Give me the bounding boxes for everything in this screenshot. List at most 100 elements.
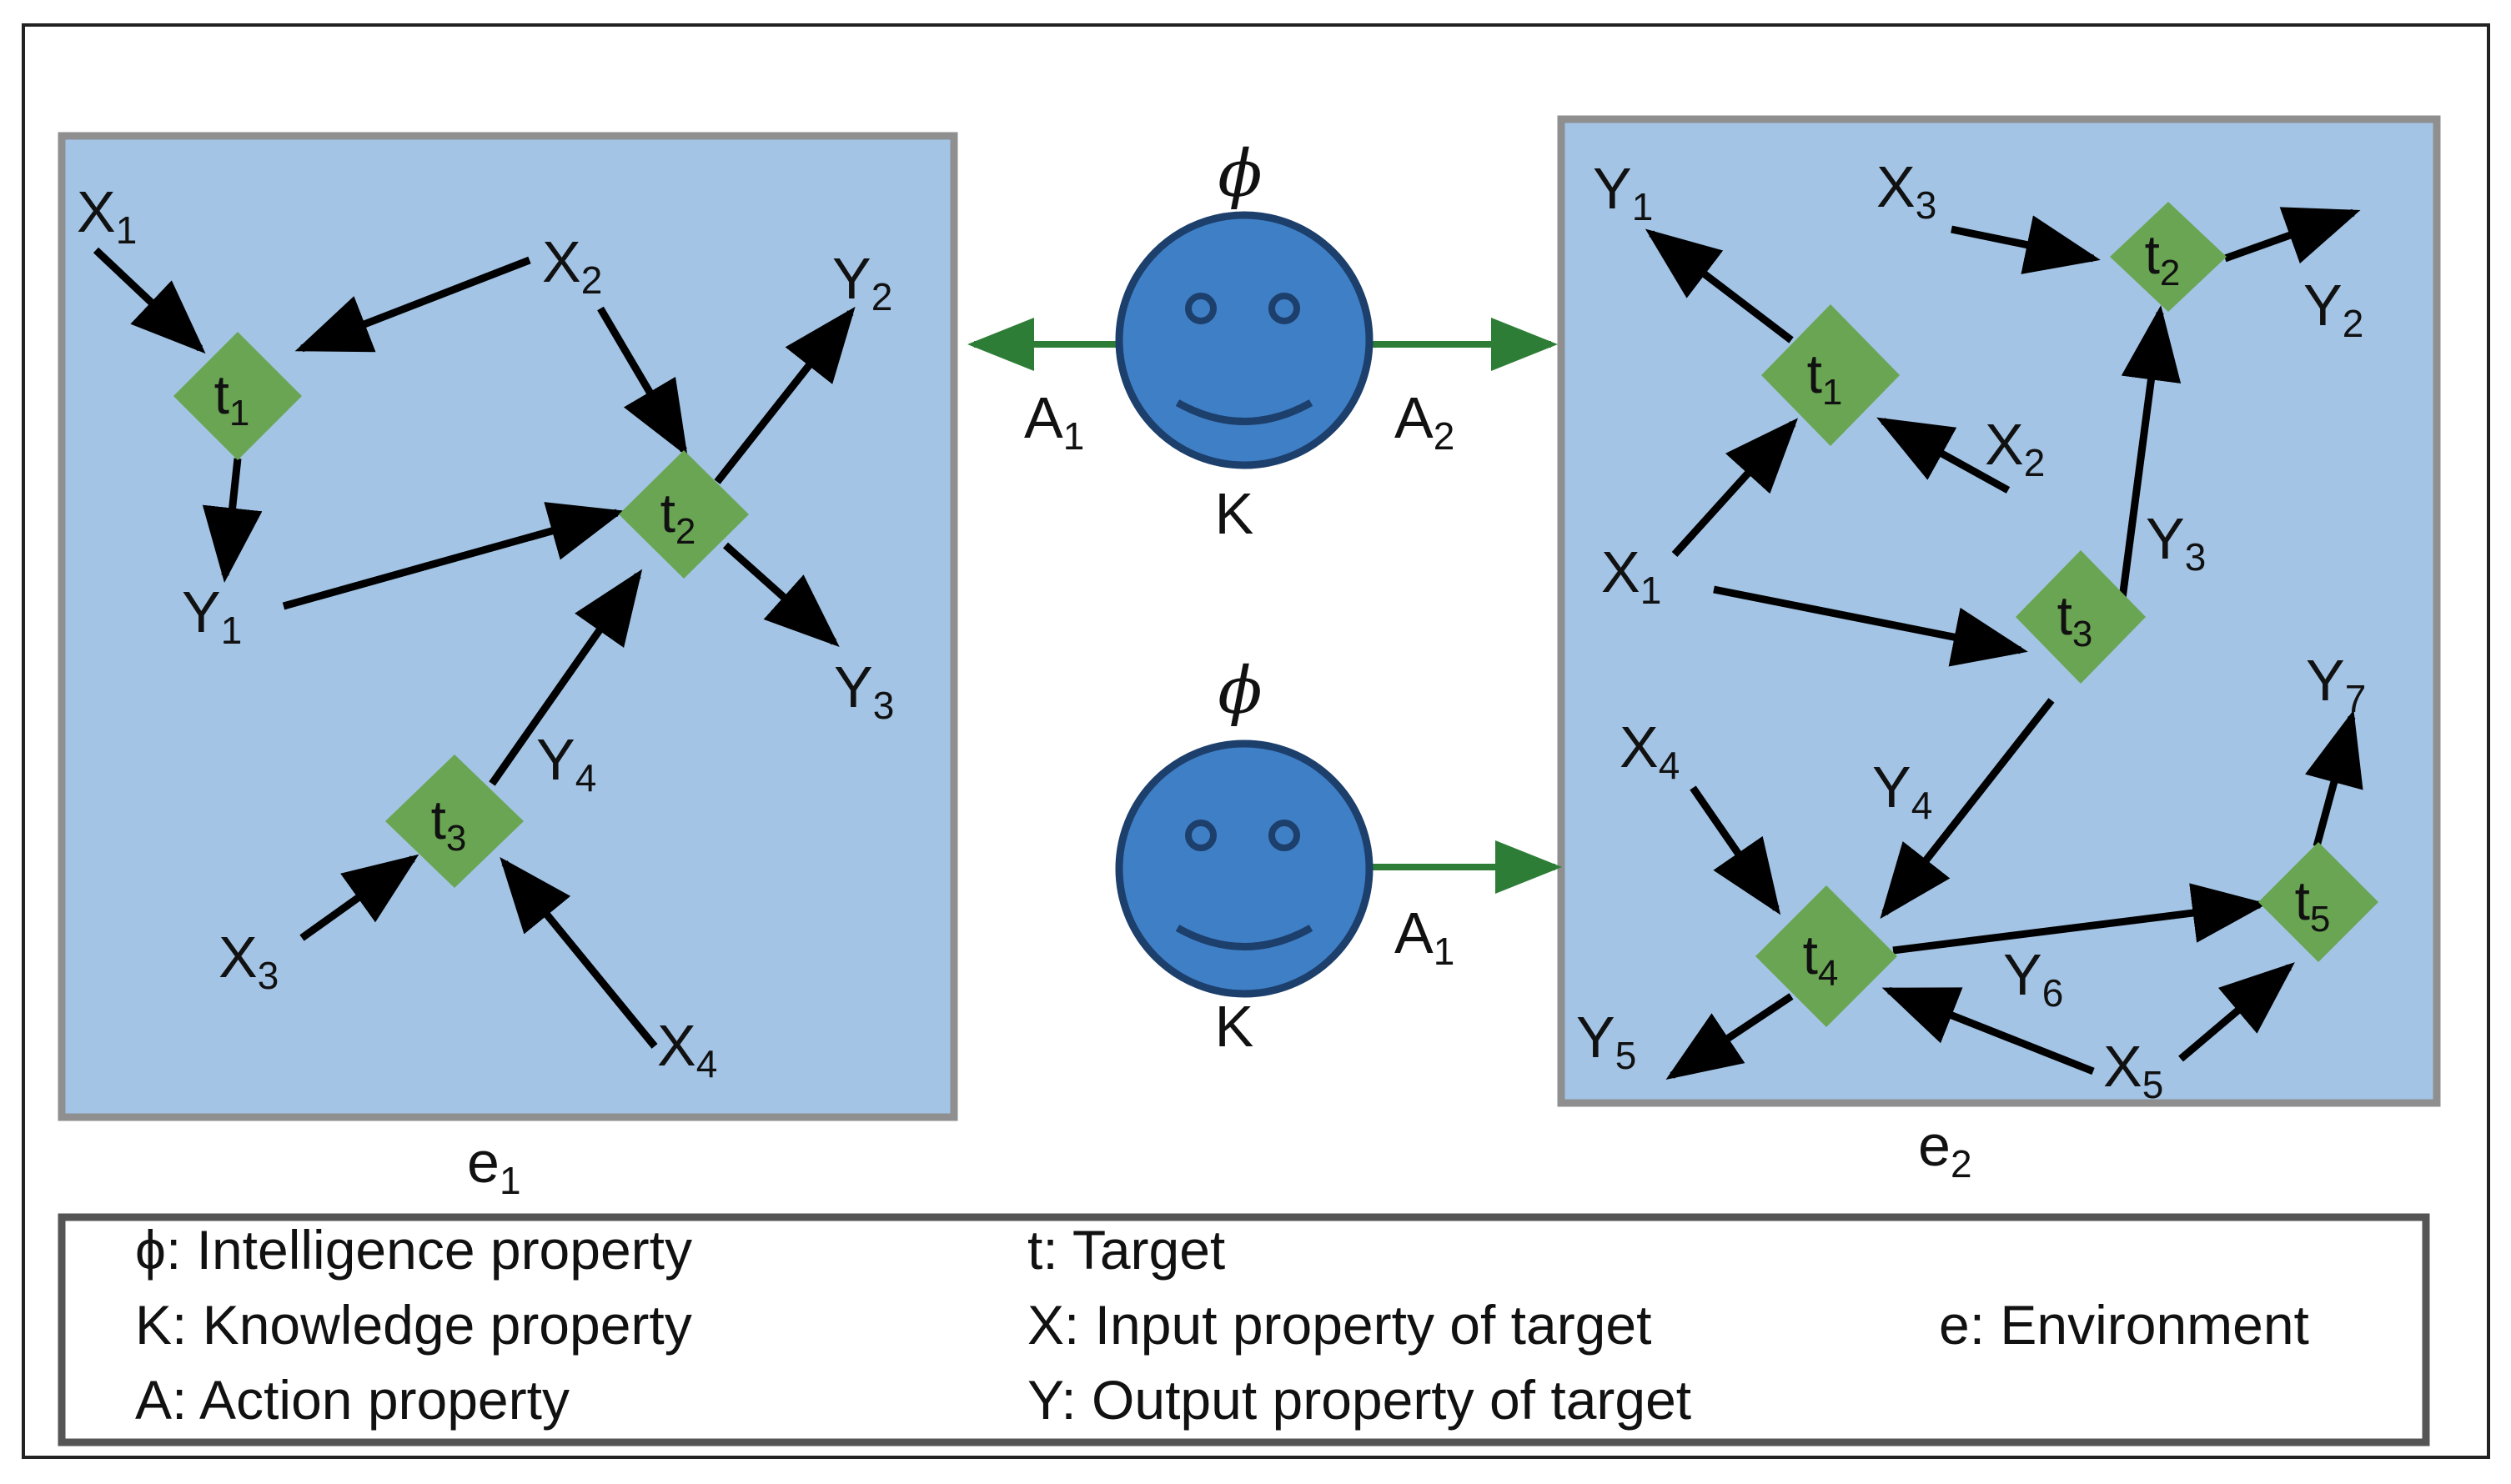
target-t1: t1: [173, 332, 302, 460]
label-x5: X5: [2103, 1034, 2163, 1106]
label-x1: X1: [1601, 539, 1661, 612]
label-y3: Y3: [2146, 506, 2206, 579]
action-label-a1: A1: [1024, 385, 1084, 458]
edge-t4-y5: [1665, 993, 1794, 1080]
legend-knowledge: K: Knowledge property: [135, 1294, 692, 1356]
environment-caption: e1: [467, 1130, 521, 1202]
target-t4: t4: [1755, 885, 1897, 1027]
edge-x3-t3: [299, 854, 419, 941]
edge-t5-y7: [2305, 709, 2363, 848]
label-y6: Y6: [2003, 942, 2063, 1015]
edge-x3-t2: [1951, 215, 2101, 274]
right-eye: [1268, 820, 1300, 851]
legend-environment: e: Environment: [1939, 1294, 2309, 1356]
label-y4: Y4: [536, 727, 596, 800]
left-eye: [1185, 293, 1217, 324]
environment-caption: e2: [1918, 1113, 1972, 1186]
target-label: t1: [214, 363, 250, 434]
edge-x2-t1: [1876, 417, 2011, 494]
edge-x5-t5: [2178, 962, 2295, 1062]
label-x3: X3: [1876, 154, 1936, 227]
target-t5: t5: [2258, 842, 2378, 962]
target-label: t2: [2145, 223, 2181, 293]
label-y4: Y4: [1872, 755, 1932, 827]
target-diamond: [385, 755, 524, 888]
target-label: t5: [2295, 870, 2331, 940]
mouth: [1175, 399, 1313, 425]
environment-e1: t1 t2 t3 X1 X2 Y2 Y1 Y3 Y4 X3 X4 e1: [58, 132, 958, 1202]
phi-label: ϕ: [1218, 137, 1262, 212]
action-label-a2: A2: [1394, 385, 1454, 458]
target-diamond: [173, 332, 302, 460]
legend-intelligence: ϕ: Intelligence property: [135, 1219, 692, 1281]
knowledge-label: K: [1215, 481, 1254, 546]
label-x1: X1: [77, 179, 137, 252]
label-x2: X2: [1985, 412, 2045, 484]
left-eye: [1185, 820, 1217, 851]
legend-target: t: Target: [1027, 1219, 1225, 1281]
agent-1: ϕ K A1 A2: [967, 137, 1558, 546]
target-diamond: [1761, 304, 1900, 446]
target-diamond: [2258, 842, 2378, 962]
edge-y1-t2: [282, 502, 625, 610]
edge-x1-t1: [93, 247, 206, 354]
target-diamond: [2110, 202, 2227, 312]
edge-t2-y3: [723, 542, 840, 647]
edge-x1-t1: [1671, 418, 1799, 558]
label-y3: Y3: [834, 654, 894, 727]
target-diamond: [619, 450, 749, 579]
edge-t1-y1: [1645, 228, 1794, 343]
target-label: t2: [660, 482, 696, 552]
target-diamond: [1755, 885, 1897, 1027]
edge-x4-t4: [1690, 785, 1781, 915]
edge-x1-t3: [1713, 585, 2028, 667]
smiley-face-icon: [1115, 739, 1374, 998]
label-y2: Y2: [832, 246, 892, 318]
target-label: t1: [1807, 343, 1843, 413]
edge-t3-t2: [2117, 305, 2182, 612]
legend-box: [58, 1213, 2430, 1446]
label-x3: X3: [218, 925, 279, 997]
smiley-face-icon: [1115, 211, 1374, 469]
legend-input: X: Input property of target: [1027, 1294, 1651, 1356]
edge-t4-t5: [1892, 883, 2267, 955]
right-eye: [1268, 293, 1300, 324]
label-y7: Y7: [2306, 648, 2366, 720]
label-y5: Y5: [1576, 1005, 1636, 1077]
target-t2: t2: [2110, 202, 2227, 312]
legend-action: A: Action property: [135, 1369, 570, 1431]
target-t1: t1: [1761, 304, 1900, 446]
edge-x2-t1: [294, 256, 531, 353]
target-label: t3: [2057, 584, 2093, 654]
edge-t1-y1: [202, 458, 263, 583]
label-x4: X4: [657, 1013, 717, 1085]
agent-2: ϕ K A1: [1115, 654, 1562, 1059]
environment-e2: t1 t2 t3 t4 t5 Y1 X3 Y2 X2 X1 Y3 X4 Y4 Y…: [1557, 115, 2441, 1186]
label-x4: X4: [1620, 714, 1680, 787]
edge-x2-t2: [597, 306, 688, 457]
action-label-a1: A1: [1394, 900, 1454, 973]
target-t3: t3: [385, 755, 524, 888]
phi-label: ϕ: [1218, 654, 1262, 729]
knowledge-label: K: [1215, 994, 1254, 1059]
mouth: [1175, 925, 1313, 950]
edge-x4-t3: [500, 857, 658, 1049]
edge-t3-t2: [489, 569, 643, 786]
face: [1115, 739, 1374, 998]
edge-t3-t4: [1880, 698, 2055, 920]
target-label: t3: [431, 789, 467, 859]
environment-edges: [93, 247, 856, 1049]
edge-t2-y2: [2223, 207, 2361, 264]
legend: ϕ: Intelligence property K: Knowledge pr…: [58, 1213, 2430, 1446]
target-label: t4: [1803, 924, 1839, 994]
label-y1: Y1: [182, 579, 242, 652]
label-x2: X2: [542, 229, 602, 302]
label-y1: Y1: [1593, 156, 1653, 228]
target-t3: t3: [2016, 550, 2146, 684]
edge-x5-t4: [1881, 986, 2095, 1075]
label-y2: Y2: [2303, 273, 2363, 345]
edge-t2-y2: [714, 306, 856, 484]
target-t2: t2: [619, 450, 749, 579]
